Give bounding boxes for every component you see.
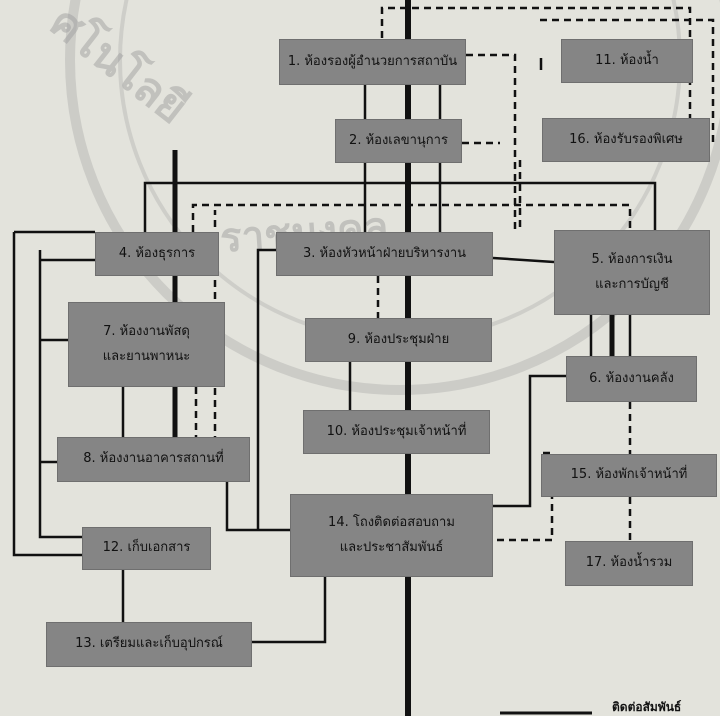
- room-8-label: 8. ห้องงานอาคารสถานที่: [83, 451, 224, 467]
- room-15-label: 15. ห้องพักเจ้าหน้าที่: [570, 467, 688, 483]
- room-10-box: 10. ห้องประชุมเจ้าหน้าที่: [303, 410, 490, 454]
- room-9-box: 9. ห้องประชุมฝ่าย: [305, 318, 492, 362]
- room-4-label: 4. ห้องธุรการ: [118, 245, 196, 261]
- room-9-label: 9. ห้องประชุมฝ่าย: [347, 331, 450, 347]
- room-11-box: 11. ห้องน้ำ: [561, 39, 693, 83]
- room-15-box: 15. ห้องพักเจ้าหน้าที่: [541, 454, 717, 497]
- room-13-box: 13. เตรียมและเก็บอุปกรณ์: [46, 622, 252, 667]
- room-6-label: 6. ห้องงานคลัง: [589, 370, 674, 386]
- room-11-label: 11. ห้องน้ำ: [595, 52, 659, 68]
- room-17-box: 17. ห้องน้ำรวม: [565, 541, 693, 586]
- room-13-label: 13. เตรียมและเก็บอุปกรณ์: [75, 636, 223, 652]
- room-8-box: 8. ห้องงานอาคารสถานที่: [57, 437, 250, 482]
- room-2-box: 2. ห้องเลขานุการ: [335, 119, 462, 163]
- room-14-box: 14. โถงติดต่อสอบถาม และประชาสัมพันธ์: [290, 494, 493, 577]
- room-4-box: 4. ห้องธุรการ: [95, 232, 219, 276]
- room-1-label: 1. ห้องรองผู้อำนวยการสถาบัน: [287, 53, 458, 69]
- room-7-box: 7. ห้องงานพัสดุ และยานพาหนะ: [68, 302, 225, 387]
- room-16-box: 16. ห้องรับรองพิเศษ: [542, 118, 710, 162]
- room-7-label: 7. ห้องงานพัสดุ และยานพาหนะ: [102, 323, 191, 364]
- room-2-label: 2. ห้องเลขานุการ: [349, 132, 448, 148]
- room-14-label: 14. โถงติดต่อสอบถาม และประชาสัมพันธ์: [328, 514, 455, 555]
- room-12-box: 12. เก็บเอกสาร: [82, 527, 211, 570]
- room-6-box: 6. ห้องงานคลัง: [566, 356, 697, 402]
- room-16-label: 16. ห้องรับรองพิเศษ: [569, 131, 683, 147]
- room-17-label: 17. ห้องน้ำรวม: [585, 555, 673, 571]
- room-1-box: 1. ห้องรองผู้อำนวยการสถาบัน: [279, 39, 466, 85]
- room-12-label: 12. เก็บเอกสาร: [102, 540, 191, 556]
- room-3-box: 3. ห้องหัวหน้าฝ่ายบริหารงาน: [276, 232, 493, 276]
- room-5-box: 5. ห้องการเงิน และการบัญชี: [554, 230, 710, 315]
- legend-label: ติดต่อสัมพันธ์: [612, 700, 682, 714]
- room-10-label: 10. ห้องประชุมเจ้าหน้าที่: [326, 423, 467, 439]
- room-5-label: 5. ห้องการเงิน และการบัญชี: [591, 251, 673, 292]
- room-3-label: 3. ห้องหัวหน้าฝ่ายบริหารงาน: [302, 245, 467, 261]
